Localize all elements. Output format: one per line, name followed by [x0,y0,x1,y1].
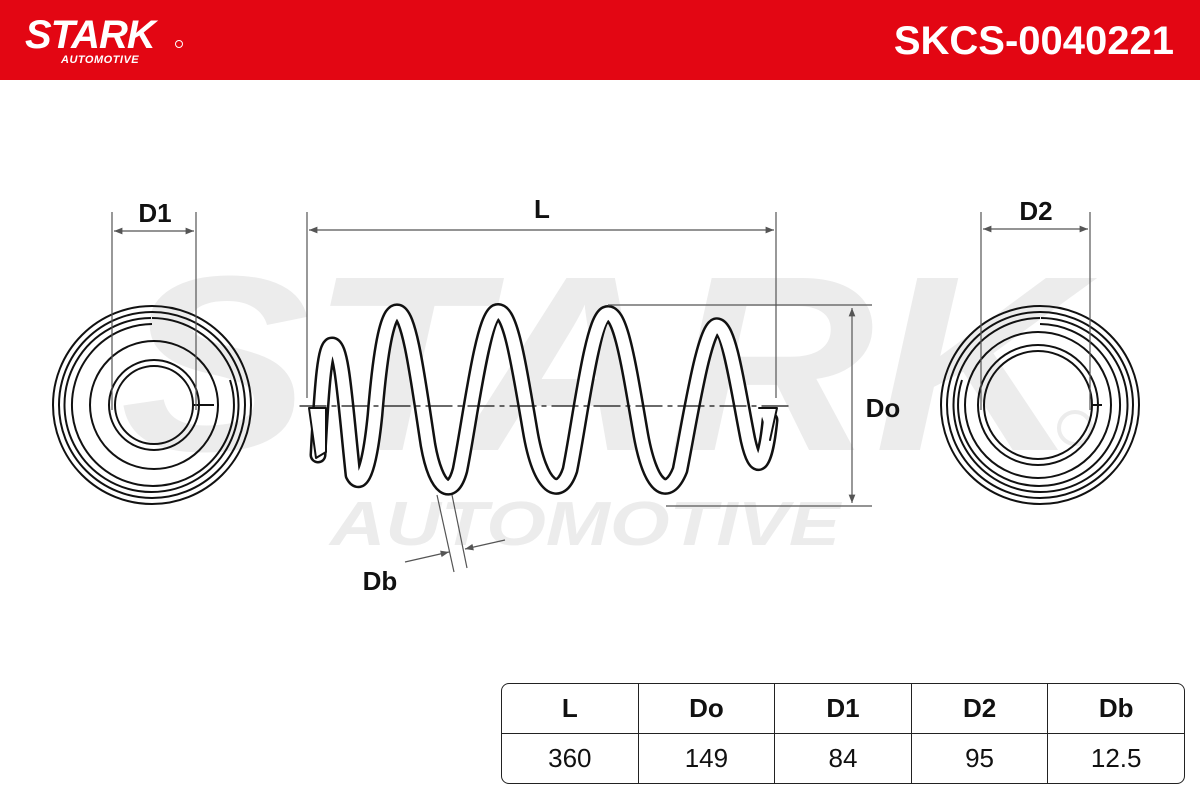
brand-name: STARK [25,13,156,57]
watermark-main: STARK [120,224,1098,503]
d2-dimension [980,212,1091,410]
do-dimension [608,304,872,507]
part-number: SKCS-0040221 [893,19,1174,63]
value-l: 360 [502,734,639,783]
stark-logo: STARK AUTOMOTIVE [25,14,185,68]
header-do: Do [638,684,776,734]
spec-table-header-row: L Do D1 D2 Db [502,684,1184,734]
header-bar: STARK AUTOMOTIVE SKCS-0040221 [0,0,1200,80]
brand-subtitle: AUTOMOTIVE [61,54,140,66]
db-label: Db [363,566,398,596]
value-db: 12.5 [1090,743,1142,773]
spec-table-value-row: 360 149 84 95 12.5 [502,734,1184,783]
registered-mark-icon [175,40,183,48]
d1-label: D1 [138,198,171,228]
d1-dimension [111,212,197,410]
db-dimension [404,494,506,573]
l-label: L [534,194,550,224]
value-do: 149 [639,734,776,783]
end-view-d2 [940,305,1140,505]
watermark: STARK AUTOMOTIVE [120,224,1098,559]
header-d2: D2 [911,684,1049,734]
watermark-sub: AUTOMOTIVE [328,490,843,559]
header-l: L [502,684,639,734]
header-d1: D1 [775,684,912,734]
spring-side-view [299,303,789,496]
value-d1: 84 [775,734,912,783]
end-view-d1 [52,305,252,505]
do-label: Do [866,393,901,423]
spec-table: L Do D1 D2 Db 360 149 84 95 12.5 [501,683,1185,784]
value-d2: 95 [912,734,1049,783]
d2-label: D2 [1019,196,1052,226]
spring-drawing: STARK AUTOMOTIVE D1 L Do [52,194,1140,596]
header-db: Db [1048,684,1184,734]
